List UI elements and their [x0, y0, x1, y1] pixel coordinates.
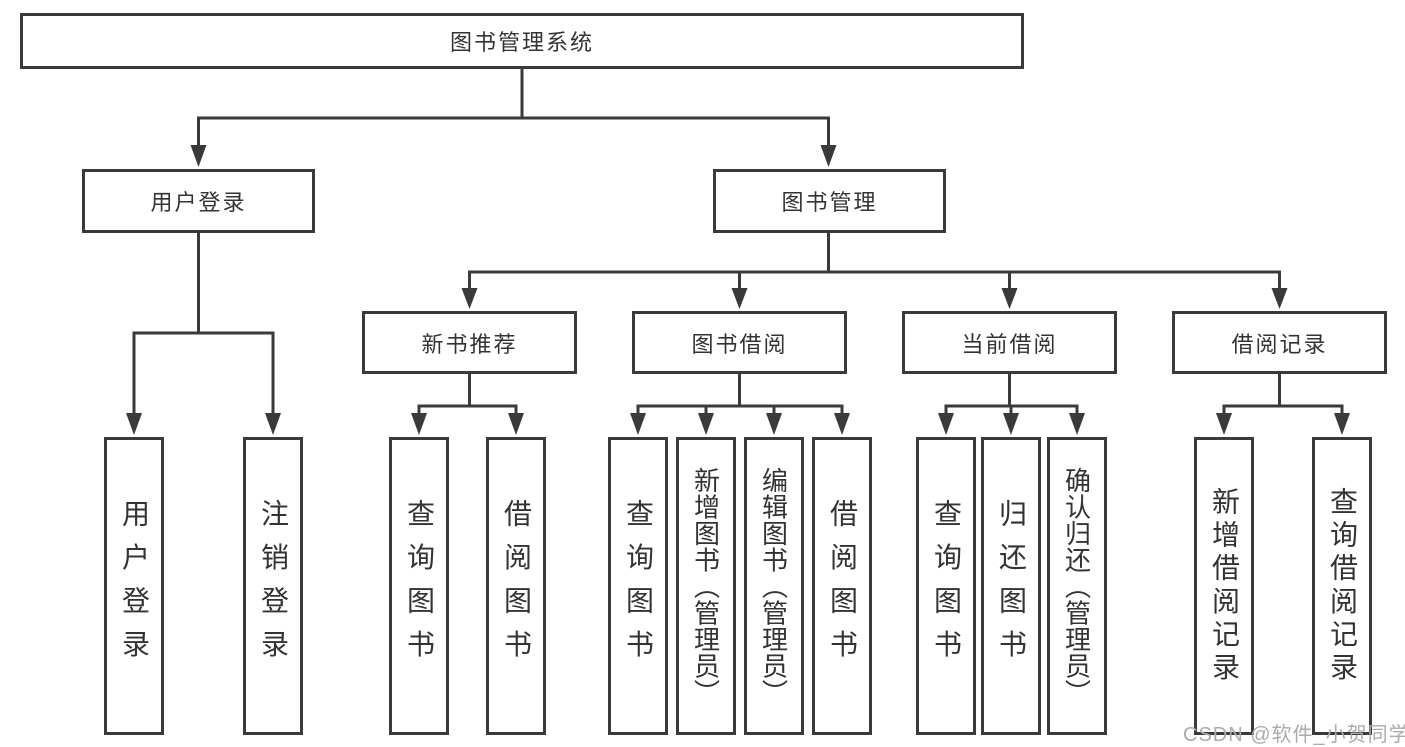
leaf-label: 新增借阅记录 — [1209, 486, 1240, 686]
node-label: 借阅记录 — [1231, 331, 1328, 357]
leaf-borrow-books: 借阅图书 — [812, 437, 872, 735]
leaf-label: 注销登录 — [258, 499, 289, 673]
leaf-query-books-borrow: 查询图书 — [608, 437, 668, 735]
leaf-label: 用户登录 — [119, 499, 150, 673]
leaf-label: 查询图书 — [404, 499, 435, 673]
leaf-logout: 注销登录 — [243, 437, 303, 735]
leaf-add-borrow-record: 新增借阅记录 — [1194, 437, 1254, 735]
node-label: 用户登录 — [150, 190, 247, 215]
leaf-label: 编辑图书（管理员） — [758, 466, 789, 706]
leaf-query-books-current: 查询图书 — [916, 437, 976, 735]
leaf-label: 确认归还（管理员） — [1061, 466, 1092, 706]
csdn-watermark: CSDN @软件_小贺同学 — [1183, 724, 1405, 746]
node-user-login: 用户登录 — [82, 169, 315, 233]
leaf-query-borrow-record: 查询借阅记录 — [1312, 437, 1372, 735]
node-current-borrowing: 当前借阅 — [902, 311, 1117, 374]
node-book-management: 图书管理 — [713, 169, 946, 233]
leaf-user-login: 用户登录 — [104, 437, 164, 735]
leaf-label: 查询借阅记录 — [1327, 486, 1358, 686]
arrowheads — [126, 145, 1350, 435]
leaf-add-books-admin: 新增图书（管理员） — [676, 437, 736, 735]
node-new-book-recommend: 新书推荐 — [362, 311, 577, 374]
tree-edges — [132, 69, 1344, 415]
leaf-return-books: 归还图书 — [981, 437, 1041, 735]
leaf-label: 新增图书（管理员） — [690, 466, 721, 706]
node-book-borrowing: 图书借阅 — [632, 311, 847, 374]
leaf-label: 归还图书 — [996, 499, 1027, 673]
leaf-label: 借阅图书 — [501, 499, 532, 673]
node-label: 新书推荐 — [421, 331, 518, 357]
leaf-label: 查询图书 — [623, 499, 654, 673]
leaf-label: 借阅图书 — [827, 499, 858, 673]
leaf-query-books-recommend: 查询图书 — [389, 437, 449, 735]
node-label: 图书借阅 — [691, 331, 788, 357]
leaf-label: 查询图书 — [931, 499, 962, 673]
node-label: 图书管理系统 — [449, 30, 594, 55]
node-borrowing-records: 借阅记录 — [1172, 311, 1387, 374]
node-label: 图书管理 — [781, 190, 878, 215]
leaf-borrow-books-recommend: 借阅图书 — [486, 437, 546, 735]
leaf-edit-books-admin: 编辑图书（管理员） — [744, 437, 804, 735]
node-label: 当前借阅 — [961, 331, 1058, 357]
leaf-confirm-return-admin: 确认归还（管理员） — [1047, 437, 1107, 735]
node-library-management-system: 图书管理系统 — [20, 13, 1024, 69]
